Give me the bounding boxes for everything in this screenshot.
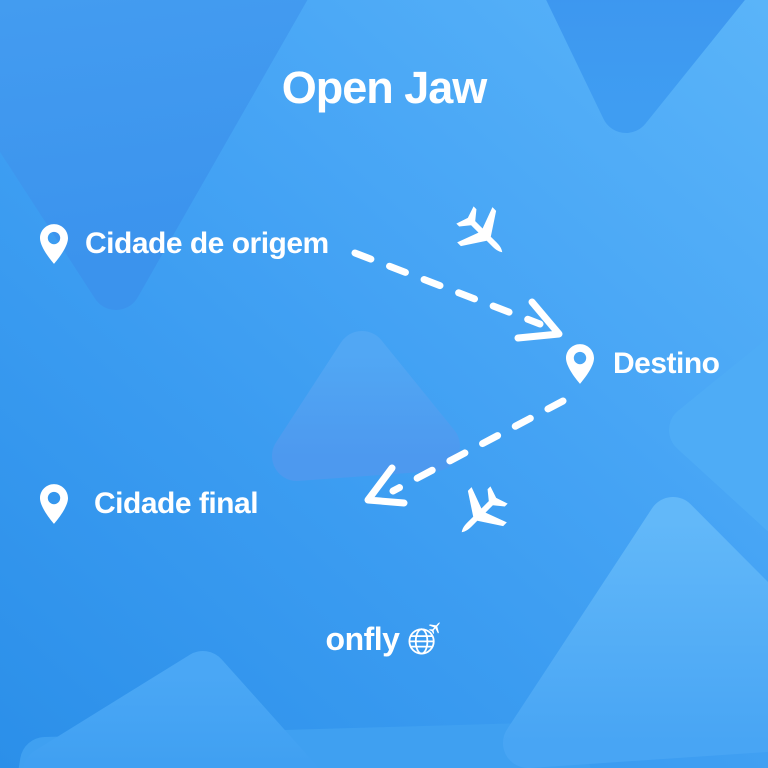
route-leg2-arrowhead	[364, 464, 408, 507]
location-destination: Destino	[566, 344, 720, 384]
final-city-label: Cidade final	[94, 487, 259, 520]
triangle-bottom-left	[23, 651, 319, 768]
logo-text: onfly	[325, 620, 400, 657]
airplane-icon-leg2	[461, 486, 508, 533]
triangle-bottom-band	[18, 722, 591, 768]
globe-with-plane-icon	[408, 622, 441, 655]
map-pin-icon	[40, 484, 68, 524]
map-pin-icon	[566, 344, 594, 384]
destination-label: Destino	[613, 347, 720, 380]
location-origin: Cidade de origem	[40, 224, 329, 264]
airplane-icon-leg1	[456, 206, 503, 253]
map-pin-icon	[40, 224, 68, 264]
route-leg1-dashed-line	[351, 249, 544, 328]
page-title: Open Jaw	[281, 62, 488, 113]
origin-label: Cidade de origem	[85, 227, 329, 260]
route-leg1-arrowhead	[514, 298, 563, 342]
brand-logo: onfly	[0, 620, 768, 658]
location-final-city: Cidade final	[40, 484, 259, 524]
triangle-center	[272, 331, 460, 481]
